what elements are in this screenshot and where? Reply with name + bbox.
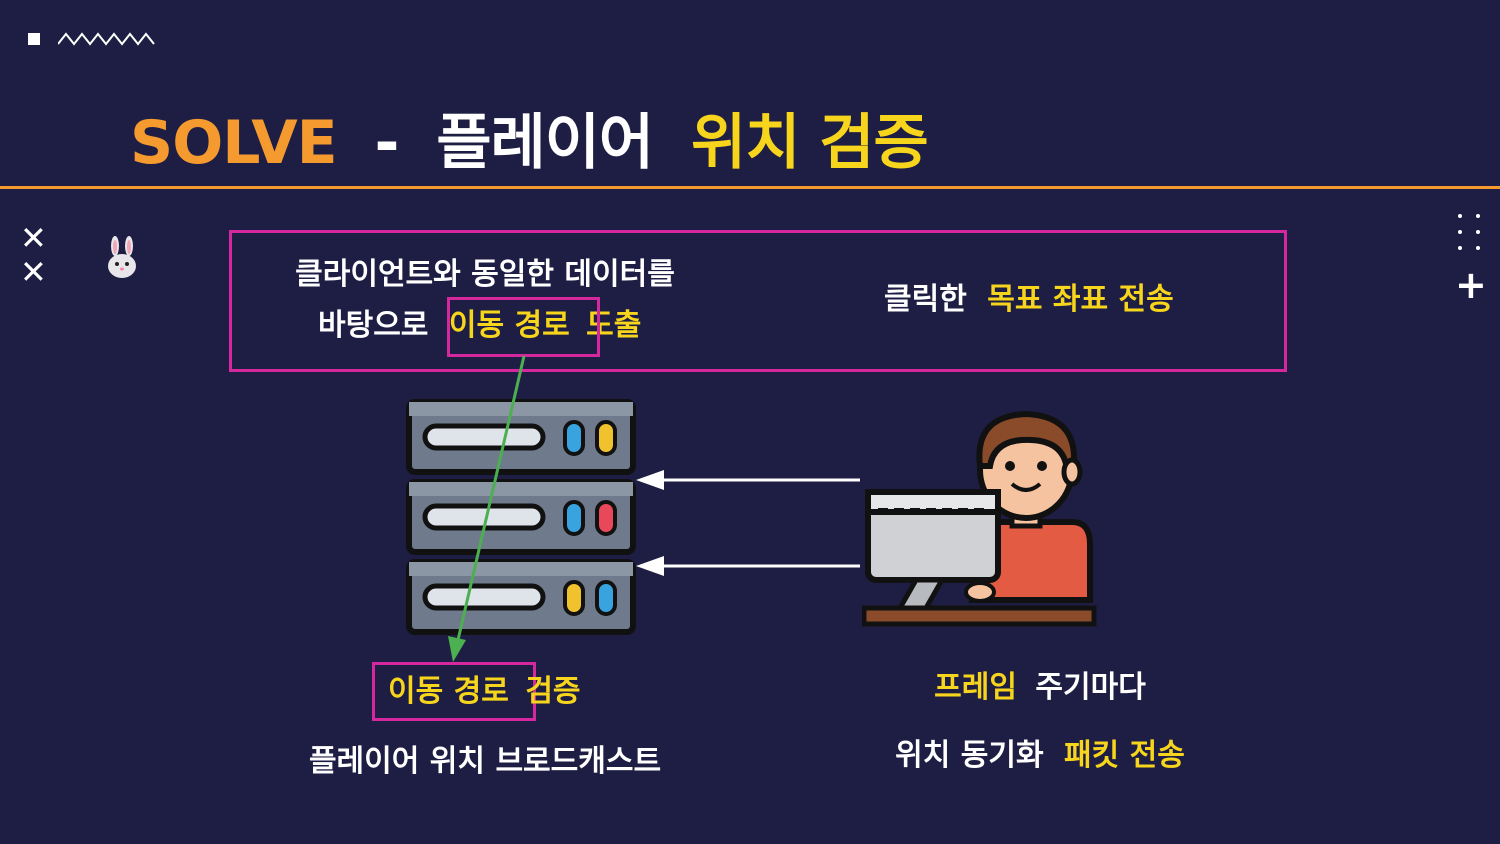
sync-highlight: 패킷 전송 <box>1064 738 1185 773</box>
user-at-computer-icon <box>862 410 1097 627</box>
send-target-prefix: 클릭한 <box>884 282 967 317</box>
frame-period-label: 프레임 주기마다 <box>860 670 1220 706</box>
dots-grid-icon <box>1458 214 1480 250</box>
server-derive-line2: 바탕으로 이동 경로 도출 <box>318 308 641 344</box>
path-verify-label: 이동 경로 검증 <box>388 674 581 710</box>
square-icon <box>28 33 40 45</box>
send-target-highlight: 목표 좌표 전송 <box>987 282 1174 317</box>
derive-highlight: 이동 경로 <box>448 308 570 343</box>
client-to-server-arrow <box>636 470 860 490</box>
client-to-server-arrow <box>636 556 860 576</box>
server-unit <box>406 399 636 475</box>
verify-suffix: 검증 <box>525 674 581 709</box>
derive-suffix: 도출 <box>586 308 642 343</box>
sync-prefix: 위치 동기화 <box>895 738 1044 773</box>
frame-suffix: 주기마다 <box>1035 670 1146 705</box>
plus-icon: + <box>1455 263 1487 307</box>
title-underline <box>0 186 1500 189</box>
page-title: SOLVE - 플레이어 위치 검증 <box>130 108 946 178</box>
derive-prefix: 바탕으로 <box>318 308 429 343</box>
rabbit-icon <box>108 236 136 278</box>
derive-highlight-box <box>447 297 600 357</box>
title-position-verify: 위치 검증 <box>691 108 929 178</box>
verify-highlight: 이동 경로 <box>388 674 509 709</box>
path-derive-arrow <box>448 355 526 662</box>
server-unit <box>406 479 636 555</box>
client-send-target: 클릭한 목표 좌표 전송 <box>884 282 1174 318</box>
x-icon: ✕ <box>20 219 47 257</box>
server-rack-icon <box>406 399 636 635</box>
sync-packet-label: 위치 동기화 패킷 전송 <box>840 738 1240 774</box>
title-dash: - <box>374 108 400 178</box>
title-solve: SOLVE <box>130 108 338 178</box>
server-derive-line1: 클라이언트와 동일한 데이터를 <box>295 257 675 292</box>
broadcast-label: 플레이어 위치 브로드캐스트 <box>308 744 662 779</box>
info-box <box>229 230 1287 372</box>
frame-highlight: 프레임 <box>934 670 1017 705</box>
x-icon: ✕ <box>20 253 47 291</box>
title-player: 플레이어 <box>436 108 654 178</box>
verify-highlight-box <box>372 662 536 721</box>
zigzag-icon <box>58 32 155 46</box>
